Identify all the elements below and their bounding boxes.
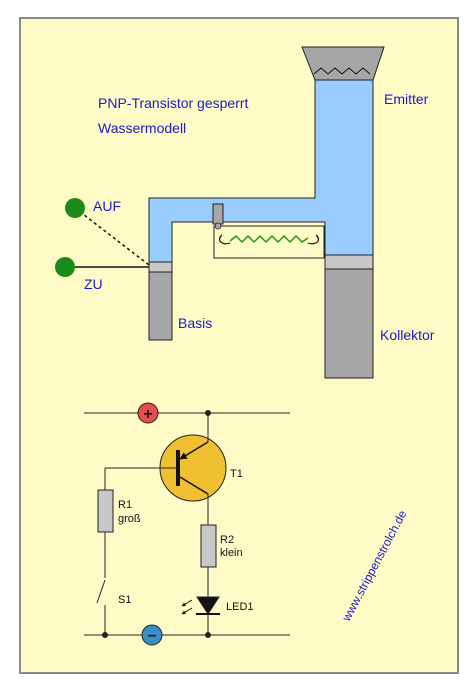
- switch-off-knob: [55, 257, 75, 277]
- led-triangle: [196, 596, 220, 615]
- spring-end-right: [307, 234, 320, 245]
- diagram-frame: [19, 17, 459, 674]
- spring-end-left: [218, 234, 231, 245]
- switch-label: S1: [118, 594, 131, 606]
- base-gate: [148, 261, 173, 273]
- collector-column: [324, 268, 374, 379]
- r2-resistor: [200, 524, 217, 568]
- switch-blade: [96, 579, 106, 604]
- title-line1: PNP-Transistor gesperrt: [98, 95, 249, 111]
- emitter-label: Emitter: [384, 91, 429, 107]
- plus-terminal: [137, 402, 159, 424]
- switch-on-knob: [65, 198, 85, 218]
- funnel-zigzag: [313, 67, 371, 75]
- transistor-label: T1: [230, 468, 243, 480]
- led-label: LED1: [226, 601, 254, 613]
- title-line2: Wassermodell: [98, 120, 186, 136]
- led-light-arrow: [181, 607, 193, 615]
- valve-stem-tip: [214, 222, 222, 230]
- water-channel: [148, 79, 374, 263]
- emitter-funnel: [301, 46, 385, 81]
- r1-label: R1: [118, 499, 132, 511]
- base-column: [148, 271, 173, 341]
- collector-label: Kollektor: [380, 327, 435, 343]
- valve-stem: [212, 203, 224, 225]
- minus-symbol: −: [147, 628, 156, 645]
- r1-value: groß: [118, 513, 141, 525]
- r2-label: R2: [220, 534, 234, 546]
- base-label: Basis: [178, 315, 212, 331]
- plus-symbol: +: [143, 406, 152, 423]
- minus-terminal: [141, 624, 163, 646]
- led-light-arrow: [181, 599, 193, 607]
- switch-on-label: AUF: [93, 198, 121, 214]
- switch-off-label: ZU: [84, 276, 103, 292]
- spring: [229, 234, 309, 244]
- collector-gate: [324, 254, 374, 270]
- valve-chamber: [213, 225, 325, 259]
- water-model: Emitter Kollektor Basis AUF ZU: [55, 46, 435, 379]
- r1-resistor: [97, 489, 114, 533]
- emitter-arrow: [179, 441, 209, 460]
- r2-value: klein: [220, 547, 243, 559]
- circuit-diagram: + − T1 R1 groß S1 R2 klein LED1: [84, 402, 290, 646]
- collector-line: [179, 476, 209, 495]
